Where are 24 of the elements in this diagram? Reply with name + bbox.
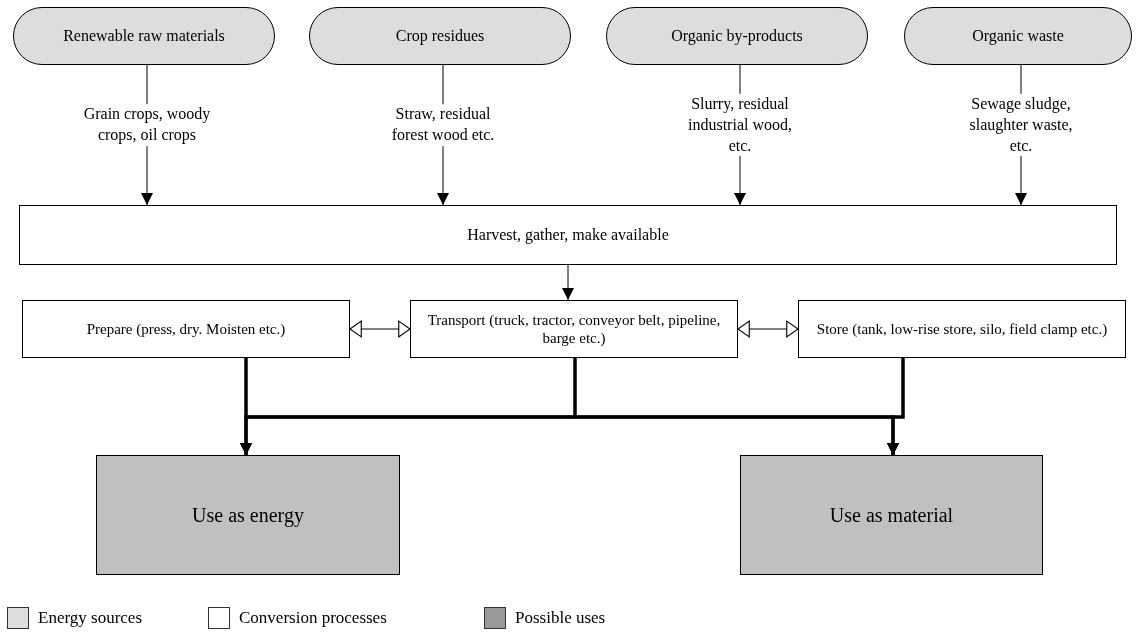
node-text: Use as material bbox=[829, 503, 954, 527]
process-box bbox=[19, 205, 1117, 265]
legend-text: Energy sources bbox=[38, 608, 143, 628]
node-text: Organic by-products bbox=[671, 26, 803, 46]
node-text: Renewable raw materials bbox=[63, 26, 225, 46]
process-box bbox=[22, 300, 350, 358]
process-box bbox=[410, 300, 738, 358]
use-box bbox=[96, 455, 400, 575]
node-text: Prepare (press, dry. Moisten etc.) bbox=[86, 320, 286, 338]
arrow bbox=[887, 358, 905, 455]
node-text: Organic waste bbox=[972, 26, 1064, 46]
arrow bbox=[562, 264, 574, 301]
double-arrow bbox=[737, 320, 799, 338]
edge-label: Grain crops, woody crops, oil crops bbox=[83, 104, 211, 146]
process-box bbox=[798, 300, 1126, 358]
legend-text: Possible uses bbox=[515, 608, 606, 628]
node-text: Transport (truck, tractor, conveyor belt, pipeline, barge etc.) bbox=[426, 311, 722, 347]
node-text: Crop residues bbox=[395, 26, 485, 46]
use-box bbox=[740, 455, 1043, 575]
double-arrow bbox=[349, 320, 411, 338]
node-text: Store (tank, low-rise store, silo, field clamp etc.) bbox=[816, 320, 1108, 338]
legend-text: Conversion processes bbox=[239, 608, 387, 628]
node-text: Use as energy bbox=[192, 503, 304, 527]
node-text: Harvest, gather, make available bbox=[467, 225, 669, 245]
